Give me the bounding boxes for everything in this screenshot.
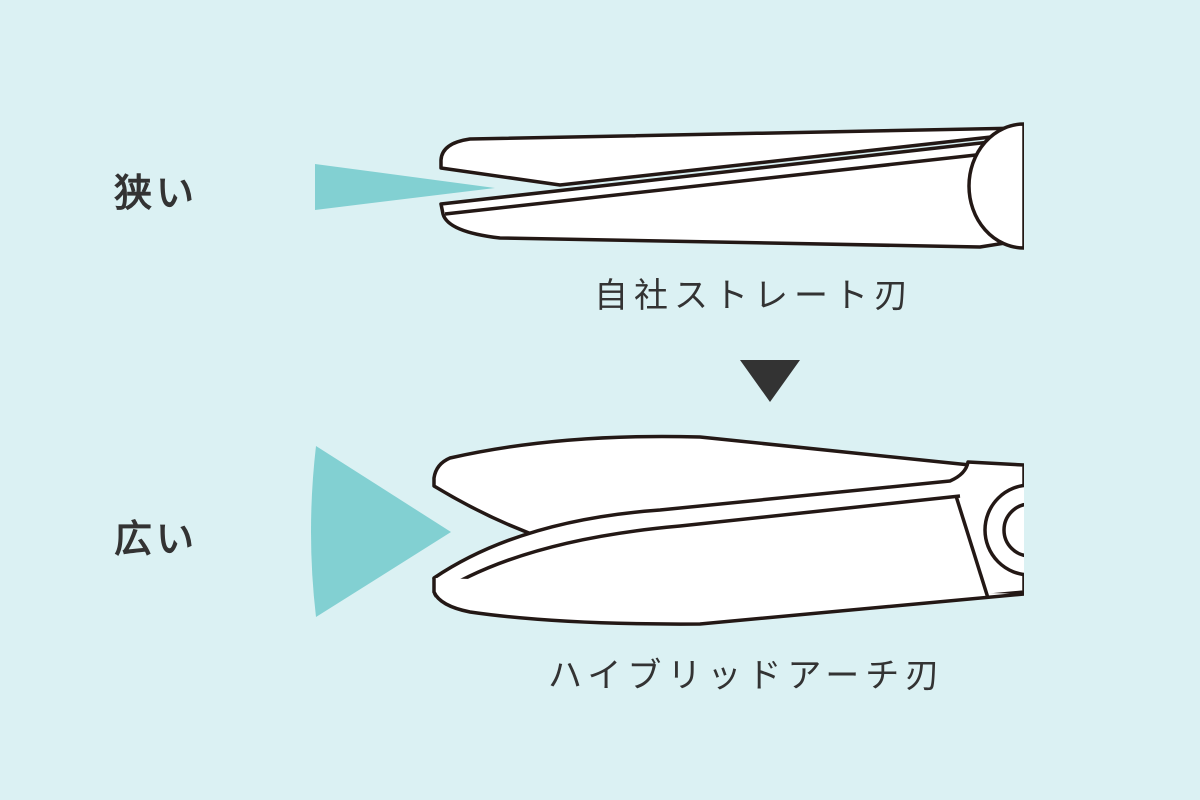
lower-blade-bevel-line (444, 152, 986, 216)
narrow-gap-wedge (315, 164, 495, 210)
upper-straight-blade (439, 126, 1026, 187)
straight-blade-pivot (967, 122, 1026, 250)
arch-blade-heel-line (954, 495, 990, 599)
hybrid-arch-blade-name: ハイブリッドアーチ刃 (548, 656, 946, 696)
down-triangle-icon (740, 360, 800, 402)
narrow-gap-label: 狭い (114, 171, 199, 215)
wide-gap-label: 広い (114, 517, 199, 561)
wide-gap-wedge (311, 446, 451, 617)
straight-blade-illustration (315, 100, 1200, 270)
straight-blade-name: 自社ストレート刃 (594, 276, 914, 316)
lower-arch-blade-bottom-edge (432, 578, 1025, 626)
hybrid-arch-blade-illustration (311, 420, 1200, 640)
